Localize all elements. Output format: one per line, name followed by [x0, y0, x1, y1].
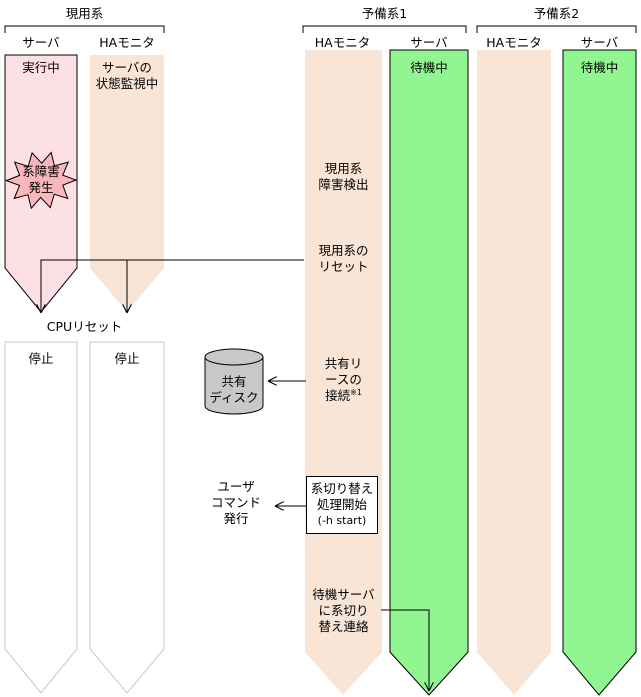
group-standby2-label: 予備系2	[533, 6, 580, 21]
standby2-ha-lane	[477, 50, 551, 695]
step-switch-start: 系切り替え 処理開始 (-h start)	[306, 476, 378, 534]
col-sb1-ha: HAモニタ	[314, 35, 371, 50]
step-connect-line3: 接続※1	[305, 388, 382, 404]
footnote-mark: ※1	[350, 387, 362, 397]
failure-burst-line1: 系障害	[22, 164, 60, 179]
group-standby1-label: 予備系1	[361, 6, 408, 21]
shared-disk-icon	[204, 348, 264, 415]
stopped-ha-label: 停止	[114, 351, 140, 366]
reset-connector	[41, 259, 304, 313]
step-reset-line2: リセット	[318, 259, 369, 274]
shared-disk-line1: 共有	[221, 374, 247, 389]
step-connect: 共有リ ースの 接続※1	[305, 356, 382, 404]
step-connect-line1: 共有リ	[324, 356, 363, 371]
user-command-line1: ユーザ	[217, 479, 255, 494]
bracket-standby1	[302, 25, 467, 33]
step-notify-line1: 待機サーバ	[312, 587, 375, 602]
sb1-server-waiting: 待機中	[410, 60, 448, 75]
step-notify-line2: に系切り	[318, 603, 369, 618]
stopped-server-label: 停止	[28, 351, 54, 366]
step-connect-line2: ースの	[325, 372, 362, 387]
step-connect-line3-text: 接続	[325, 388, 351, 403]
step-detect-line1: 現用系	[324, 161, 363, 176]
bracket-active	[4, 25, 165, 33]
col-active-ha: HAモニタ	[99, 35, 155, 50]
col-sb2-ha: HAモニタ	[486, 35, 542, 50]
step-switch-start-line2: 処理開始	[316, 497, 367, 512]
shared-disk-line2: ディスク	[209, 390, 259, 405]
active-server-running: 実行中	[22, 60, 60, 75]
col-active-server: サーバ	[22, 35, 60, 50]
col-sb2-server: サーバ	[580, 35, 619, 50]
step-detect: 現用系 障害検出	[305, 161, 382, 193]
user-command-line2: コマンド	[210, 495, 261, 510]
user-command-line3: 発行	[223, 511, 249, 526]
active-ha-lane	[90, 55, 164, 312]
notify-connector	[381, 609, 429, 691]
sb2-server-waiting: 待機中	[580, 60, 619, 75]
step-switch-start-line3: (-h start)	[317, 514, 367, 527]
active-ha-monitoring-line1: サーバの	[102, 60, 152, 75]
cpu-reset-label: CPUリセット	[46, 319, 123, 334]
group-active-label: 現用系	[65, 6, 104, 21]
failure-burst-line2: 発生	[28, 180, 54, 195]
step-switch-start-line1: 系切り替え	[310, 481, 374, 496]
stopped-ha-lane	[89, 341, 165, 694]
failure-burst	[4, 151, 78, 210]
active-ha-monitoring-line2: 状態監視中	[95, 76, 159, 91]
standby2-server-lane	[562, 49, 637, 696]
failure-burst-label: 系障害 発生	[11, 164, 71, 196]
step-reset: 現用系の リセット	[305, 243, 382, 275]
step-notify: 待機サーバ に系切り 替え連絡	[305, 587, 382, 635]
shared-disk-label: 共有 ディスク	[205, 374, 263, 406]
stopped-server-lane	[4, 341, 78, 694]
standby1-server-lane	[389, 49, 469, 696]
user-command-label: ユーザ コマンド 発行	[200, 479, 272, 527]
step-reset-line1: 現用系の	[318, 243, 369, 258]
bracket-standby2	[476, 25, 637, 33]
col-sb1-server: サーバ	[410, 35, 448, 50]
active-ha-monitoring: サーバの 状態監視中	[90, 60, 164, 92]
step-detect-line2: 障害検出	[318, 177, 369, 192]
step-notify-line3: 替え連絡	[318, 619, 369, 634]
